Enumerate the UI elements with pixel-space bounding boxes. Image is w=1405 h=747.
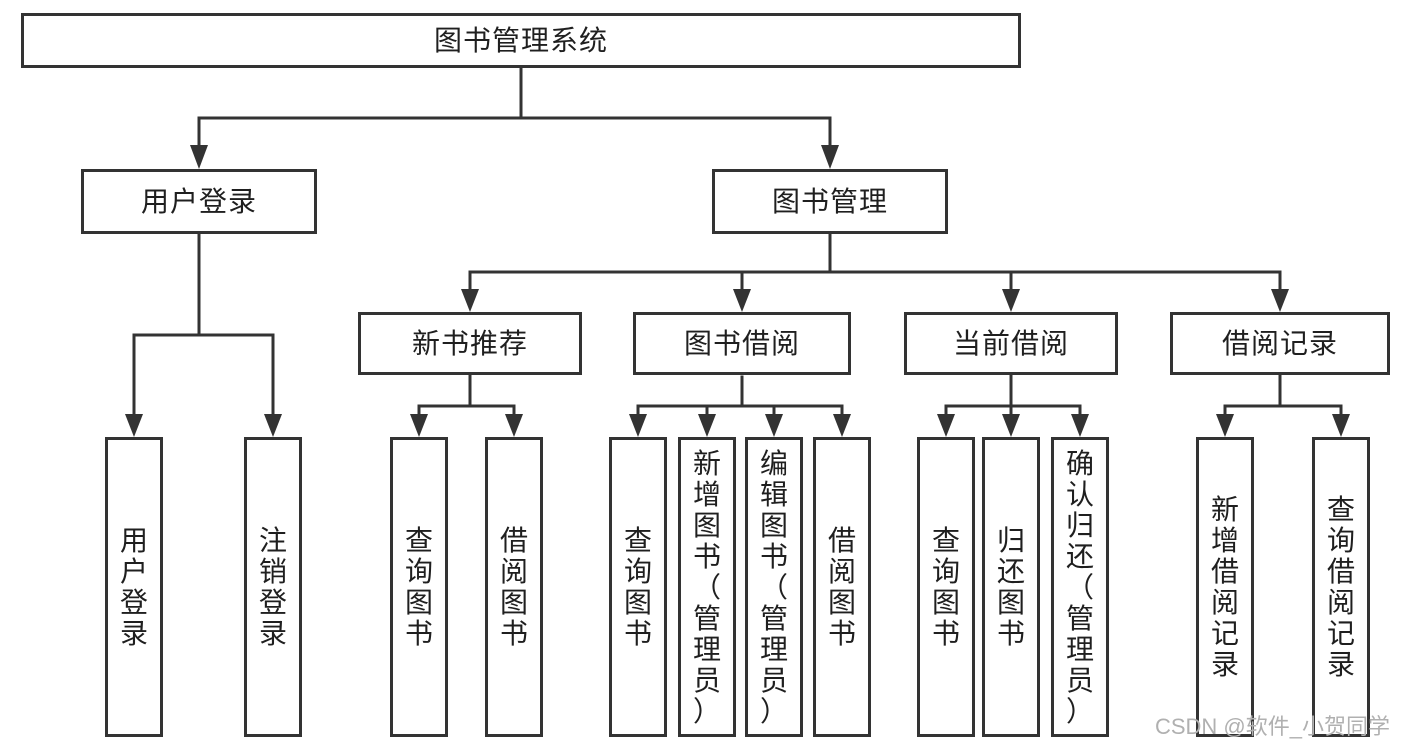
- node-logout: 注销登录: [244, 437, 302, 737]
- node-confirm-return-admin: 确认归还（管理员）: [1051, 437, 1109, 737]
- node-query-books-recommend: 查询图书: [390, 437, 448, 737]
- node-library-management-system: 图书管理系统: [21, 13, 1021, 68]
- node-label: 图书借阅: [683, 327, 800, 359]
- node-label: 查询图书: [931, 525, 960, 649]
- node-label: 编辑图书（管理员）: [759, 447, 788, 727]
- node-label: 新增借阅记录: [1210, 494, 1239, 680]
- node-query-borrow-record: 查询借阅记录: [1312, 437, 1370, 737]
- node-edit-books-admin: 编辑图书（管理员）: [745, 437, 803, 737]
- node-label: 用户登录: [140, 185, 257, 217]
- node-return-books: 归还图书: [982, 437, 1040, 737]
- node-new-book-recommendation: 新书推荐: [358, 312, 582, 375]
- node-query-books-borrow: 查询图书: [609, 437, 667, 737]
- node-label: 新增图书（管理员）: [692, 447, 721, 727]
- node-label: 借阅记录: [1221, 327, 1338, 359]
- node-label: 查询图书: [623, 525, 652, 649]
- node-add-books-admin: 新增图书（管理员）: [678, 437, 736, 737]
- node-label: 图书管理: [771, 185, 888, 217]
- node-book-management: 图书管理: [712, 169, 948, 234]
- node-label: 当前借阅: [952, 327, 1069, 359]
- node-label: 新书推荐: [411, 327, 528, 359]
- node-user-login-leaf: 用户登录: [105, 437, 163, 737]
- node-label: 查询图书: [404, 525, 433, 649]
- node-label: 注销登录: [258, 525, 287, 649]
- node-label: 借阅图书: [827, 525, 856, 649]
- node-label: 查询借阅记录: [1326, 494, 1355, 680]
- node-label: 归还图书: [996, 525, 1025, 649]
- node-current-borrowing: 当前借阅: [904, 312, 1118, 375]
- node-borrow-books-recommend: 借阅图书: [485, 437, 543, 737]
- node-label: 借阅图书: [499, 525, 528, 649]
- watermark-text: CSDN @软件_小贺同学: [1154, 714, 1390, 739]
- node-label: 图书管理系统: [433, 24, 608, 56]
- node-add-borrow-record: 新增借阅记录: [1196, 437, 1254, 737]
- node-label: 确认归还（管理员）: [1065, 447, 1094, 727]
- node-borrow-books: 借阅图书: [813, 437, 871, 737]
- node-book-borrowing: 图书借阅: [633, 312, 851, 375]
- node-query-books-current: 查询图书: [917, 437, 975, 737]
- node-user-login: 用户登录: [81, 169, 317, 234]
- node-label: 用户登录: [119, 525, 148, 649]
- node-borrowing-records: 借阅记录: [1170, 312, 1390, 375]
